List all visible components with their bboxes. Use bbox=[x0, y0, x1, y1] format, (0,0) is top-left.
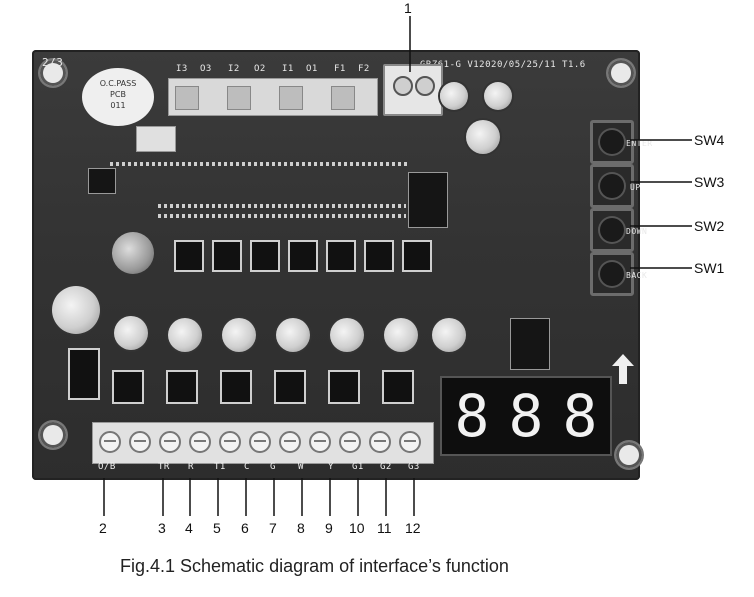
display-digit-2: 8 bbox=[508, 382, 544, 450]
display-digit-1: 8 bbox=[454, 382, 490, 450]
bottom-term-label-g1: G1 bbox=[352, 462, 364, 472]
board-revision: GRZ61-G V12020/05/25/11 T1.6 bbox=[420, 60, 586, 70]
round-component-b bbox=[484, 82, 512, 110]
callout-5: 5 bbox=[213, 520, 221, 536]
lower-relay-4 bbox=[274, 370, 306, 404]
relay-4 bbox=[288, 240, 318, 272]
bottom-term-label-g: G bbox=[270, 462, 276, 472]
capacitor-7 bbox=[432, 318, 466, 352]
up-button[interactable] bbox=[590, 164, 634, 208]
sticker-line-3: 011 bbox=[110, 101, 126, 110]
large-capacitor bbox=[52, 286, 100, 334]
enter-button-label: ENTER bbox=[626, 139, 653, 148]
trace-row bbox=[110, 162, 410, 166]
callout-sw1: SW1 bbox=[694, 260, 725, 276]
down-button-label: DOWN bbox=[626, 227, 648, 236]
relay-3 bbox=[250, 240, 280, 272]
lower-relay-2 bbox=[166, 370, 198, 404]
relay-5 bbox=[326, 240, 356, 272]
callout-3: 3 bbox=[158, 520, 166, 536]
up-arrow-icon bbox=[612, 354, 634, 384]
capacitor-4 bbox=[276, 318, 310, 352]
lower-relay-6 bbox=[382, 370, 414, 404]
regulator-chip bbox=[88, 168, 116, 194]
resistor-row-upper bbox=[158, 204, 406, 208]
top-term-label-i1: I1 bbox=[282, 64, 294, 74]
callout-7: 7 bbox=[269, 520, 277, 536]
bottom-term-label-g3: G3 bbox=[408, 462, 420, 472]
top-term-label-o2: O2 bbox=[254, 64, 266, 74]
top-term-label-i2: I2 bbox=[228, 64, 240, 74]
callout-11: 11 bbox=[377, 520, 392, 536]
back-button-label: BACK bbox=[626, 271, 648, 280]
enter-button[interactable] bbox=[590, 120, 634, 164]
mount-hole-top-right bbox=[608, 60, 634, 86]
bottom-term-label-c: C bbox=[244, 462, 250, 472]
capacitor-2 bbox=[168, 318, 202, 352]
capacitor-1 bbox=[114, 316, 148, 350]
bottom-term-label-w: W bbox=[298, 462, 304, 472]
ic-upper bbox=[408, 172, 448, 228]
callout-1: 1 bbox=[404, 0, 412, 16]
mount-hole-bottom-left bbox=[40, 422, 66, 448]
callout-6: 6 bbox=[241, 520, 249, 536]
back-button[interactable] bbox=[590, 252, 634, 296]
bottom-term-label-tr: TR bbox=[158, 462, 170, 472]
seven-segment-display: 8 8 8 bbox=[440, 376, 612, 456]
bottom-terminal-block bbox=[92, 422, 434, 464]
top-term-label-f1: F1 bbox=[334, 64, 346, 74]
callout-8: 8 bbox=[297, 520, 305, 536]
figure-caption: Fig.4.1 Schematic diagram of interface’s… bbox=[120, 556, 509, 576]
bottom-term-label-r: R bbox=[188, 462, 194, 472]
callout-sw4: SW4 bbox=[694, 132, 725, 148]
diode-bridge bbox=[68, 348, 100, 400]
bottom-term-label-y: Y bbox=[328, 462, 334, 472]
callout-2: 2 bbox=[99, 520, 107, 536]
power-terminal-block bbox=[383, 64, 443, 116]
relay-6 bbox=[364, 240, 394, 272]
callout-sw3: SW3 bbox=[694, 174, 725, 190]
relay-2 bbox=[212, 240, 242, 272]
relay-7 bbox=[402, 240, 432, 272]
top-term-label-o3: O3 bbox=[200, 64, 212, 74]
bottom-term-label-t1: T1 bbox=[214, 462, 226, 472]
up-button-label: UP bbox=[630, 183, 641, 192]
capacitor-5 bbox=[330, 318, 364, 352]
lower-relay-1 bbox=[112, 370, 144, 404]
top-term-label-i3: I3 bbox=[176, 64, 188, 74]
callout-12: 12 bbox=[405, 520, 421, 536]
ic-lower bbox=[510, 318, 550, 370]
page-marker: 2/3 bbox=[42, 56, 64, 69]
bottom-term-label-g2: G2 bbox=[380, 462, 392, 472]
pcb-pass-sticker: O.C.PASS PCB 011 bbox=[82, 68, 154, 126]
relay-1 bbox=[174, 240, 204, 272]
callout-sw2: SW2 bbox=[694, 218, 725, 234]
callout-4: 4 bbox=[185, 520, 193, 536]
round-component-a bbox=[440, 82, 468, 110]
bottom-term-label-ob: O/B bbox=[98, 462, 116, 472]
top-term-label-f2: F2 bbox=[358, 64, 370, 74]
capacitor-3 bbox=[222, 318, 256, 352]
callout-10: 10 bbox=[349, 520, 365, 536]
top-term-label-o1: O1 bbox=[306, 64, 318, 74]
display-digit-3: 8 bbox=[562, 382, 598, 450]
round-component-c bbox=[466, 120, 500, 154]
mount-hole-bottom-right bbox=[616, 442, 642, 468]
lower-relay-3 bbox=[220, 370, 252, 404]
top-terminal-block bbox=[168, 78, 378, 116]
sticker-line-2: PCB bbox=[110, 90, 126, 99]
down-button[interactable] bbox=[590, 208, 634, 252]
sticker-line-1: O.C.PASS bbox=[99, 79, 137, 88]
inductor bbox=[136, 126, 176, 152]
resistor-row-lower bbox=[158, 214, 406, 218]
callout-9: 9 bbox=[325, 520, 333, 536]
lower-relay-5 bbox=[328, 370, 360, 404]
mount-hole-top-left bbox=[40, 60, 66, 86]
capacitor-6 bbox=[384, 318, 418, 352]
buzzer bbox=[112, 232, 154, 274]
